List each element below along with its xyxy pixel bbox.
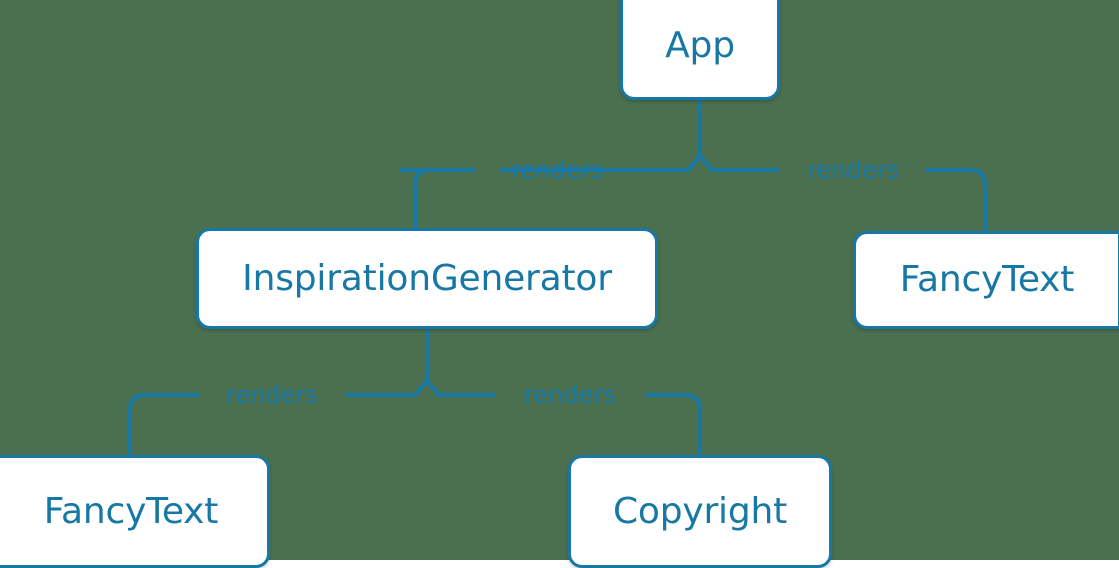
node-app[interactable]: App [620,0,780,100]
node-copyright-label: Copyright [612,490,788,532]
edge-label-inspiration-generator-copyright: renders [524,381,616,409]
node-fancytext-right[interactable]: FancyText [853,231,1119,329]
node-copyright[interactable]: Copyright [568,455,832,568]
edge-inspgen-fancytext-corner [128,393,200,455]
edge-label-app-fancytext: renders [807,156,899,184]
edge-label-inspiration-generator-fancytext: renders [226,381,318,409]
node-fancytext-right-label: FancyText [899,259,1075,300]
edge-inspgen-to-copyright [425,379,495,397]
edge-label-app-inspiration-generator: renders [511,156,603,184]
edge-app-fancytext-corner [925,168,987,231]
edge-inspgen-copyright-corner [645,393,702,455]
node-app-label: App [665,25,735,66]
node-inspiration-generator[interactable]: InspirationGenerator [196,228,658,329]
edge-app-to-fancytext [698,154,780,172]
edge-app-inspgen-corner [413,168,475,228]
node-fancytext-left-label: FancyText [43,490,219,532]
node-inspiration-generator-label: InspirationGenerator [242,257,612,299]
node-fancytext-left[interactable]: FancyText [0,455,270,568]
edge-inspgen-to-fancytext [345,379,429,397]
